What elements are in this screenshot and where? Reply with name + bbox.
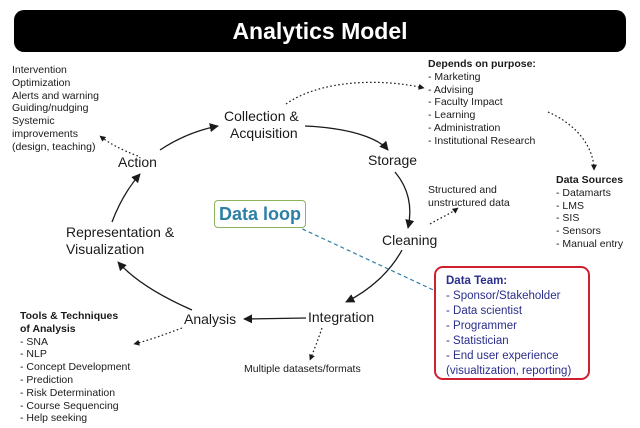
dotted-purpose-to-sources	[547, 111, 597, 171]
purpose-item: - Advising	[428, 83, 474, 96]
storage-note-line: Structured and	[428, 184, 497, 196]
arrow-analysis-to-representation	[117, 261, 193, 311]
dotted-cleaning-to-storage-note	[429, 207, 459, 225]
data-team-item: - Data scientist	[446, 305, 523, 317]
arrow-action-to-collection	[159, 123, 219, 151]
outcome-item: Guiding/nudging	[12, 102, 89, 115]
dashed-loop-to-team	[295, 225, 443, 295]
node-collection-line-2: Acquisition	[230, 125, 298, 141]
arrow-cleaning-to-integration	[345, 249, 403, 303]
data-source-item: - Manual entry	[556, 237, 624, 250]
data-team-item: - Sponsor/Stakeholder	[446, 290, 561, 302]
purpose-note: Depends on purpose: - Marketing - Advisi…	[428, 58, 536, 148]
tools-note: Tools & Techniques of Analysis - SNA - N…	[20, 310, 130, 425]
outcome-item: Intervention	[12, 64, 67, 76]
tool-item: - NLP	[20, 348, 47, 361]
purpose-item: - Learning	[428, 109, 476, 122]
node-collection-line-1: Collection &	[224, 108, 299, 124]
storage-note: Structured and unstructured data	[428, 184, 510, 210]
tool-item: - SNA	[20, 335, 49, 348]
action-outcomes-note: Intervention Optimization Alerts and war…	[12, 64, 99, 154]
purpose-item: - Administration	[428, 121, 501, 134]
arrow-integration-to-analysis	[243, 314, 307, 324]
data-source-item: - Sensors	[556, 225, 601, 238]
data-sources-heading: Data Sources	[556, 174, 624, 186]
outcome-item: Optimization	[12, 76, 71, 89]
center-label-text: Data loop	[218, 203, 301, 224]
tool-item: - Risk Determination	[20, 386, 116, 399]
data-source-item: - Datamarts	[556, 186, 611, 199]
outcome-item: Alerts and warning	[12, 89, 99, 102]
outcome-item: improvements	[12, 127, 78, 140]
tool-item: - Concept Development	[20, 361, 131, 374]
node-analysis: Analysis	[184, 311, 237, 327]
node-representation-line-2: Visualization	[66, 241, 145, 257]
purpose-item: - Institutional Research	[428, 134, 536, 147]
node-integration: Integration	[308, 309, 375, 325]
node-representation: Representation & Visualization	[66, 224, 174, 258]
data-team-item: (visualtization, reporting)	[446, 365, 572, 377]
node-action: Action	[118, 154, 157, 170]
node-storage: Storage	[368, 152, 418, 168]
data-source-item: - LMS	[556, 199, 585, 212]
data-team-item: - Statistician	[446, 335, 509, 347]
integration-note: Multiple datasets/formats	[244, 363, 361, 375]
outcome-item: (design, teaching)	[12, 140, 96, 153]
arrow-representation-to-action	[111, 173, 141, 223]
data-team-item: - End user experience	[446, 350, 559, 362]
dotted-collection-to-purpose	[285, 81, 425, 105]
node-cleaning: Cleaning	[382, 232, 438, 248]
diagram-title: Analytics Model	[232, 17, 408, 44]
dotted-integration-to-note	[309, 327, 323, 361]
node-collection: Collection & Acquisition	[224, 108, 299, 142]
data-source-item: - SIS	[556, 212, 580, 225]
node-representation-line-1: Representation &	[66, 224, 175, 240]
storage-note-line: unstructured data	[428, 196, 510, 209]
center-label: Data loop	[214, 200, 306, 228]
title-banner: Analytics Model	[14, 10, 626, 52]
tool-item: - Course Sequencing	[20, 399, 119, 412]
tool-item: - Prediction	[20, 373, 74, 386]
dotted-action-to-outcomes	[99, 135, 139, 157]
outcome-item: Systemic	[12, 115, 55, 128]
arrow-storage-to-cleaning	[394, 171, 415, 229]
tool-item: - Help seeking	[20, 412, 88, 425]
arrow-collection-to-storage	[304, 125, 389, 151]
tools-heading: Tools & Techniques	[20, 310, 119, 322]
purpose-heading: Depends on purpose:	[428, 58, 536, 70]
data-team-item: - Programmer	[446, 320, 517, 332]
purpose-item: - Faculty Impact	[428, 96, 503, 109]
purpose-item: - Marketing	[428, 70, 481, 83]
data-team-heading: Data Team:	[446, 275, 508, 287]
data-sources-note: Data Sources - Datamarts - LMS - SIS - S…	[556, 174, 623, 251]
dotted-analysis-to-tools	[133, 327, 183, 346]
data-team-box: Data Team: - Sponsor/Stakeholder - Data …	[434, 266, 590, 380]
tools-heading: of Analysis	[20, 322, 76, 335]
